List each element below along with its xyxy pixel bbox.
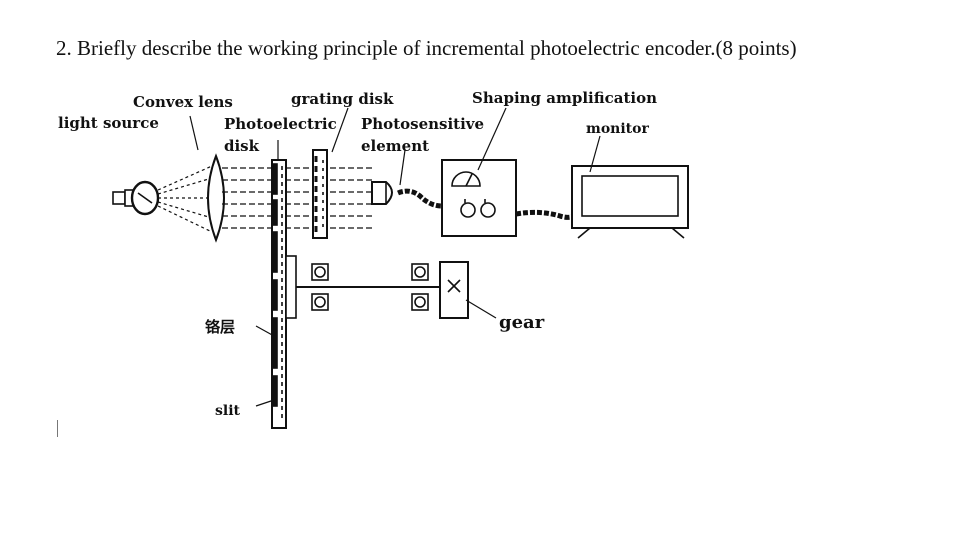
label-chromium-layer: 铬层	[205, 318, 235, 336]
question-text: 2. Briefly describe the working principl…	[56, 36, 797, 60]
photoelectric-disk	[271, 159, 287, 429]
grating-disk	[312, 149, 328, 239]
label-photosensitive-line2: element	[361, 137, 429, 155]
gear-icon	[439, 261, 469, 319]
light-source-icon	[112, 180, 160, 216]
label-gear: gear	[499, 312, 545, 333]
convex-lens-icon	[207, 153, 225, 243]
monitor-icon	[571, 165, 689, 239]
bearing-right	[411, 263, 429, 311]
label-photosensitive-line1: Photosensitive	[361, 115, 484, 133]
label-grating-disk: grating disk	[291, 90, 394, 108]
label-light-source: light source	[58, 114, 159, 132]
sensor-cable	[397, 188, 443, 209]
text-cursor	[57, 420, 58, 437]
label-shaping-amplification: Shaping amplification	[472, 89, 657, 107]
bearing-left	[311, 263, 329, 311]
shaping-amplifier-icon	[441, 159, 517, 237]
monitor-cable	[515, 209, 582, 220]
shaft-assembly	[285, 255, 469, 319]
parallel-beams	[222, 167, 372, 229]
label-convex-lens: Convex lens	[133, 93, 233, 111]
leader-lines	[189, 107, 601, 407]
label-slit: slit	[215, 403, 241, 419]
photosensitive-element-icon	[371, 181, 393, 205]
light-rays	[157, 165, 213, 233]
label-photoelectric-disk-line1: Photoelectric	[224, 115, 337, 133]
label-monitor: monitor	[586, 121, 649, 137]
label-photoelectric-disk-line2: disk	[224, 137, 260, 155]
